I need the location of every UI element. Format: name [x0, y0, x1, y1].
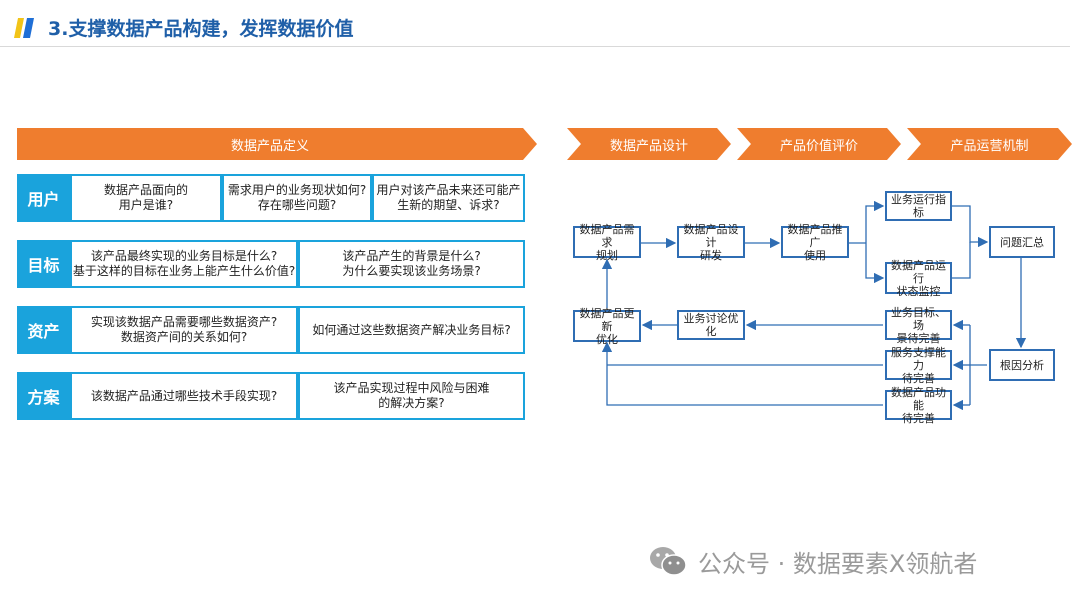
row-head-asset: 资产: [17, 306, 70, 354]
cell-user-expectation: 用户对该产品未来还可能产 生新的期望、诉求?: [372, 174, 525, 222]
flow-box-monitor: 数据产品运行 状态监控: [885, 259, 952, 298]
flow-box-rootcause: 根因分析: [989, 349, 1055, 381]
stage-label-evaluation: 产品价值评价: [779, 138, 858, 154]
watermark-text: 公众号 · 数据要素X领航者: [698, 549, 978, 578]
flow-box-promote: 数据产品推广 使用: [781, 223, 849, 262]
flow-box-indicator: 业务运行指标: [885, 191, 952, 221]
flow-box-design: 数据产品设计 研发: [677, 223, 745, 262]
flow-box-feature: 数据产品功能 待完善: [885, 386, 952, 425]
stage-chevron-design: [567, 128, 731, 160]
stage-chevrons: [17, 128, 1072, 160]
flow-box-service: 服务支撑能力 待完善: [885, 346, 952, 385]
stage-chevron-evaluation: [737, 128, 901, 160]
wechat-icon: [650, 547, 687, 576]
cell-asset-solve: 如何通过这些数据资产解决业务目标?: [298, 306, 525, 354]
row-head-goal: 目标: [17, 240, 70, 288]
flow-box-requirement: 数据产品需求 规划: [573, 223, 641, 262]
stage-chevron-definition: [17, 128, 537, 160]
flow-box-summary: 问题汇总: [989, 226, 1055, 258]
row-head-user: 用户: [17, 174, 70, 222]
stage-chevron-operation: [907, 128, 1072, 160]
stage-label-operation: 产品运营机制: [950, 138, 1029, 154]
watermark: 公众号 · 数据要素X领航者: [648, 544, 977, 578]
stage-label-design: 数据产品设计: [609, 138, 688, 154]
flow-box-discuss: 业务讨论优化: [677, 310, 745, 340]
page-title: 3.支撑数据产品构建，发挥数据价值: [48, 18, 354, 40]
title-divider: [0, 46, 1070, 47]
cell-goal-value: 该产品最终实现的业务目标是什么? 基于这样的目标在业务上能产生什么价值?: [70, 240, 298, 288]
cell-user-who: 数据产品面向的 用户是谁?: [70, 174, 222, 222]
flow-box-update: 数据产品更新 优化: [573, 307, 641, 346]
flow-box-goal: 业务目标、场 景待完善: [885, 306, 952, 345]
cell-goal-background: 该产品产生的背景是什么? 为什么要实现该业务场景?: [298, 240, 525, 288]
stage-label-definition: 数据产品定义: [230, 138, 309, 154]
cell-plan-tech: 该数据产品通过哪些技术手段实现?: [70, 372, 298, 420]
cell-user-status: 需求用户的业务现状如何? 存在哪些问题?: [222, 174, 372, 222]
cell-plan-risk: 该产品实现过程中风险与困难 的解决方案?: [298, 372, 525, 420]
cell-asset-needs: 实现该数据产品需要哪些数据资产? 数据资产间的关系如何?: [70, 306, 298, 354]
row-head-plan: 方案: [17, 372, 70, 420]
title-accent-icon: [14, 18, 38, 38]
